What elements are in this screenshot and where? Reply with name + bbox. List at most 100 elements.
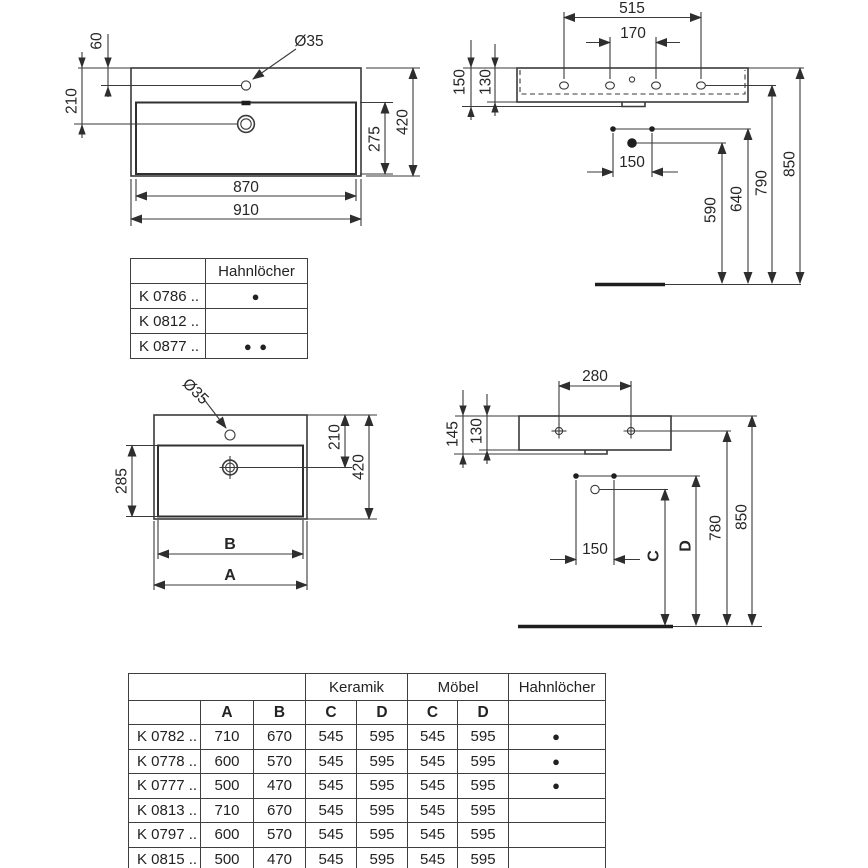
- overflow-hole: [628, 76, 636, 83]
- dim-280-label: 280: [582, 368, 608, 385]
- table-row: K 0815 .. 500 470 545 595 545 595: [128, 846, 607, 868]
- table-row: K 0782 .. 710 670 545 595 545 595 ●: [128, 724, 607, 750]
- empty-header-cell: [508, 700, 607, 725]
- size-variant-table: Keramik Möbel Hahnlöcher A B C D C D K 0…: [127, 673, 607, 868]
- taphole-dots: [508, 822, 607, 848]
- dim-210-label: 210: [63, 88, 80, 114]
- dimension-lines-install-large: [462, 12, 805, 284]
- value-keramik-C: 545: [305, 724, 358, 750]
- dimension-lines-front-large: [74, 34, 420, 226]
- value-B: 570: [252, 748, 307, 774]
- col-B-header: B: [252, 700, 307, 725]
- value-A: 600: [200, 748, 254, 774]
- value-A: 710: [200, 797, 254, 823]
- dim-145-label: 145: [444, 421, 461, 447]
- value-moebel-C: 545: [407, 748, 459, 774]
- dim-275-label: 275: [366, 126, 383, 152]
- value-moebel-D: 595: [457, 846, 510, 868]
- value-keramik-D: 595: [356, 773, 409, 799]
- dim-285-label: 285: [113, 468, 130, 494]
- dim-dia35-label: Ø35: [294, 33, 323, 50]
- value-moebel-C: 545: [407, 797, 459, 823]
- dim-850-small-label: 850: [733, 504, 750, 530]
- value-moebel-C: 545: [407, 724, 459, 750]
- dim-420-label: 420: [394, 109, 411, 135]
- installation-view-large: 515 170 150 130 150 590 640 790 850: [451, 0, 805, 287]
- dim-130-label: 130: [477, 69, 494, 95]
- dim-790-label: 790: [753, 170, 770, 196]
- hahnloecher-header: Hahnlöcher: [205, 258, 308, 284]
- value-A: 500: [200, 773, 254, 799]
- dim-B-label: B: [224, 536, 236, 553]
- dim-780-label: 780: [707, 515, 724, 541]
- value-moebel-D: 595: [457, 797, 510, 823]
- value-keramik-C: 545: [305, 797, 358, 823]
- tap-hole-2: [605, 81, 615, 90]
- dim-420-small-label: 420: [350, 454, 367, 480]
- dim-130-small-label: 130: [468, 418, 485, 444]
- faucet-hole-small: [224, 429, 236, 441]
- taphole-dots: ●: [508, 773, 607, 799]
- dim-150h-label: 150: [619, 154, 645, 171]
- moebel-header: Möbel: [407, 673, 510, 701]
- faucet-hole-leader: [252, 48, 297, 80]
- value-moebel-D: 595: [457, 748, 510, 774]
- tap-hole-1: [559, 81, 569, 90]
- installation-view-small: 280 145 130 150 C D 780 850: [444, 368, 762, 629]
- table-row: K 0786 .. ●: [130, 283, 308, 309]
- value-B: 570: [252, 822, 307, 848]
- value-keramik-D: 595: [356, 724, 409, 750]
- value-moebel-C: 545: [407, 822, 459, 848]
- dim-640-label: 640: [728, 186, 745, 212]
- basin-inner-bowl: [135, 101, 357, 175]
- tap-hole-4: [696, 81, 706, 90]
- value-moebel-D: 595: [457, 822, 510, 848]
- value-A: 710: [200, 724, 254, 750]
- dim-60-label: 60: [88, 32, 105, 50]
- basin-side-outline-small: [518, 415, 672, 451]
- drain-stub: [621, 102, 646, 108]
- taphole-variant-table: Hahnlöcher K 0786 .. ● K 0812 .. K 0877 …: [130, 258, 308, 359]
- taphole-dots: [508, 846, 607, 868]
- product-code: K 0782 ..: [128, 724, 201, 750]
- value-keramik-D: 595: [356, 822, 409, 848]
- taphole-dots: ●: [508, 748, 607, 774]
- front-view-small: Ø35 285 210 420 B A: [113, 375, 377, 590]
- value-keramik-C: 545: [305, 822, 358, 848]
- dim-170-label: 170: [620, 25, 646, 42]
- value-B: 670: [252, 724, 307, 750]
- faucet-hole-leader-small: [202, 397, 227, 429]
- product-code: K 0877 ..: [130, 333, 206, 359]
- table-row: K 0778 .. 600 570 545 595 545 595 ●: [128, 748, 607, 774]
- mounting-hole-right-small: [611, 473, 617, 479]
- dim-515-label: 515: [619, 0, 645, 17]
- product-code: K 0778 ..: [128, 748, 201, 774]
- taphole-dots: ● ●: [205, 333, 308, 359]
- product-code: K 0797 ..: [128, 822, 201, 848]
- dim-870-label: 870: [233, 179, 259, 196]
- table-header-row: Hahnlöcher: [130, 258, 308, 284]
- dimension-lines-install-small: [454, 381, 757, 626]
- dim-210-small-label: 210: [326, 424, 343, 450]
- taphole-dots: [205, 308, 308, 334]
- value-keramik-D: 595: [356, 846, 409, 868]
- value-moebel-D: 595: [457, 773, 510, 799]
- value-moebel-D: 595: [457, 724, 510, 750]
- dim-590-label: 590: [702, 197, 719, 223]
- value-keramik-C: 545: [305, 846, 358, 868]
- front-view-large: 60 210 Ø35 420 275 870 910: [63, 32, 420, 226]
- col-A-header: A: [200, 700, 254, 725]
- mounting-hole-right: [649, 126, 655, 132]
- dim-850-label: 850: [781, 151, 798, 177]
- dim-910-label: 910: [233, 202, 259, 219]
- dimension-lines-front-small: [126, 397, 377, 590]
- empty-header-cell: [128, 700, 201, 725]
- faucet-hole: [240, 80, 252, 91]
- mounting-hole-left-small: [573, 473, 579, 479]
- value-keramik-D: 595: [356, 797, 409, 823]
- dim-D-label: D: [678, 540, 695, 552]
- product-code: K 0815 ..: [128, 846, 201, 868]
- mounting-hole-center-small: [590, 484, 600, 495]
